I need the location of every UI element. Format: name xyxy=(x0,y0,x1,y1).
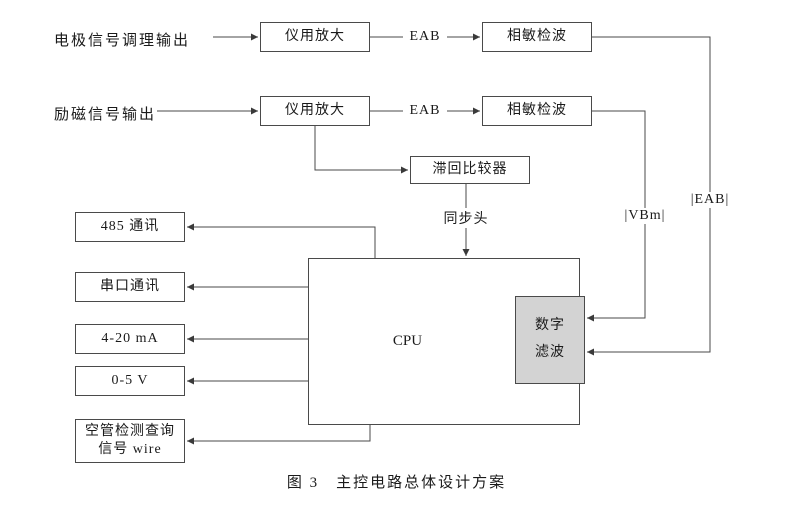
phase-sensitive-detector-1-block: 相敏检波 xyxy=(482,22,592,52)
wire-amp2-to-hysteresis xyxy=(314,126,408,174)
signal-label-eab-2: EAB xyxy=(403,103,447,119)
digital-filter-label-line2: 滤波 xyxy=(535,345,565,360)
voltage-0-5v-label: 0-5 V xyxy=(111,372,149,388)
instrument-amplifier-2-label: 仪用放大 xyxy=(285,102,345,118)
excitation-signal-source-label: 励磁信号输出 xyxy=(54,107,157,123)
serial-comm-label: 串口通讯 xyxy=(100,278,160,294)
comm-485-block: 485 通讯 xyxy=(75,212,185,242)
digital-filter-label-line1: 数字 xyxy=(535,318,565,334)
cpu-label: CPU xyxy=(392,332,423,349)
empty-pipe-detect-label-line1: 空管检测查询 xyxy=(85,423,175,439)
signal-label-sync-head: 同步头 xyxy=(438,208,494,228)
comm-485-label: 485 通讯 xyxy=(100,218,160,234)
phase-sensitive-detector-2-label: 相敏检波 xyxy=(507,102,567,118)
electrode-signal-source-label: 电极信号调理输出 xyxy=(54,33,191,49)
current-loop-4-20ma-label: 4-20 mA xyxy=(101,330,159,346)
signal-label-abs-vbm: |VBm| xyxy=(617,208,673,224)
instrument-amplifier-1-label: 仪用放大 xyxy=(285,28,345,44)
empty-pipe-detect-block: 空管检测查询 信号 wire xyxy=(75,419,185,463)
figure-caption: 图 3 主控电路总体设计方案 xyxy=(286,475,507,491)
signal-label-eab-1: EAB xyxy=(403,29,447,45)
empty-pipe-detect-label-line2: 信号 wire xyxy=(98,442,162,457)
phase-sensitive-detector-1-label: 相敏检波 xyxy=(507,28,567,44)
serial-comm-block: 串口通讯 xyxy=(75,272,185,302)
current-loop-4-20ma-block: 4-20 mA xyxy=(75,324,185,354)
hysteresis-comparator-block: 滞回比较器 xyxy=(410,156,530,184)
wire-cpu-to-485 xyxy=(187,223,376,258)
digital-filter-block: 数字 滤波 xyxy=(515,296,585,384)
wire-cpu-to-pipe-detect xyxy=(187,425,371,445)
instrument-amplifier-1-block: 仪用放大 xyxy=(260,22,370,52)
hysteresis-comparator-label: 滞回比较器 xyxy=(432,161,508,177)
voltage-0-5v-block: 0-5 V xyxy=(75,366,185,396)
signal-label-abs-eab: |EAB| xyxy=(682,192,738,208)
instrument-amplifier-2-block: 仪用放大 xyxy=(260,96,370,126)
phase-sensitive-detector-2-block: 相敏检波 xyxy=(482,96,592,126)
